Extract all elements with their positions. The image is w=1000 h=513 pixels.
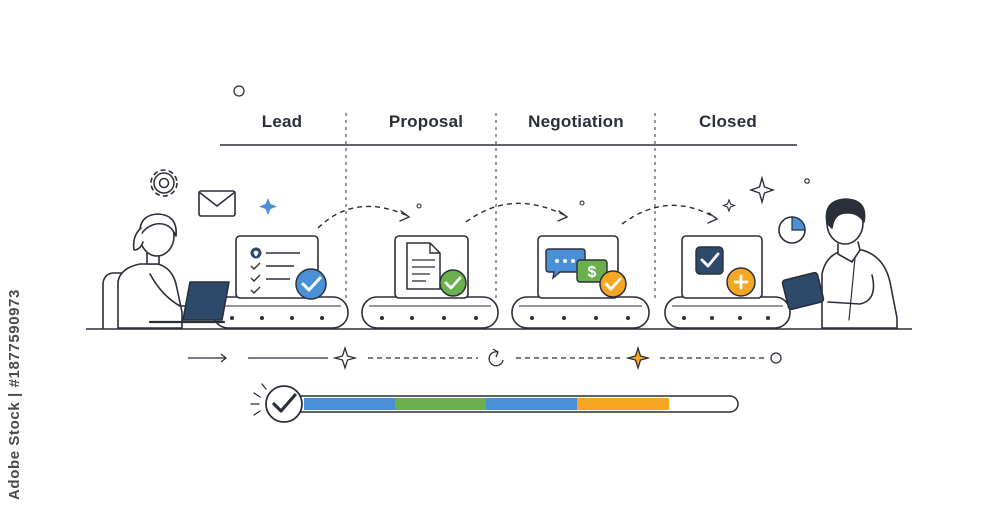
check-square-icon xyxy=(695,246,724,275)
stage-label-closed: Closed xyxy=(699,112,757,131)
stage-label-proposal: Proposal xyxy=(388,112,464,131)
flow-arrow-1 xyxy=(317,205,409,229)
decor-dot-1 xyxy=(416,203,422,209)
timeline xyxy=(188,345,782,371)
tablet-icon xyxy=(781,271,825,311)
svg-text:$: $ xyxy=(588,264,597,281)
progress-segment-2 xyxy=(395,398,491,410)
conveyor-proposal xyxy=(361,296,499,329)
watermark-text: Adobe Stock | #1877590973 xyxy=(6,289,23,500)
closed-card xyxy=(681,235,763,299)
gear-icon xyxy=(150,169,178,197)
progress-segment-4 xyxy=(577,398,669,410)
check-badge-icon xyxy=(599,270,627,298)
progress-segments xyxy=(304,398,669,410)
person-woman xyxy=(102,213,230,329)
check-badge-icon xyxy=(295,268,327,300)
checklist-icon xyxy=(250,247,300,294)
envelope-icon xyxy=(198,190,236,217)
progress-segment-3 xyxy=(486,398,578,410)
stage-label-lead: Lead xyxy=(261,112,303,131)
laptop-icon xyxy=(148,281,230,324)
conveyor-negotiation xyxy=(511,296,650,329)
negotiation-card: $ xyxy=(537,235,627,299)
stage-separators xyxy=(345,113,656,300)
sparkle-icon-small xyxy=(721,198,737,213)
progress-bar xyxy=(250,383,739,423)
conveyor-lead xyxy=(212,296,349,329)
person-man xyxy=(781,198,898,329)
document-icon xyxy=(406,242,441,290)
refresh-icon xyxy=(488,351,504,367)
progress-check-icon xyxy=(250,383,303,423)
decor-circle-top-left xyxy=(233,85,245,97)
flow-arrow-heads xyxy=(399,210,719,224)
pie-chart-icon xyxy=(778,216,806,244)
lead-card xyxy=(235,235,327,300)
stage-label-negotiation: Negotiation xyxy=(528,112,624,131)
flow-arrow-2 xyxy=(465,202,567,223)
flow-arrow-3 xyxy=(621,204,717,225)
dollar-icon: $ xyxy=(576,259,608,283)
proposal-card xyxy=(394,235,469,299)
sparkle-icon-orange xyxy=(625,345,651,371)
chat-icon xyxy=(545,248,586,280)
decor-dot-right xyxy=(804,178,810,184)
sparkle-icon-timeline xyxy=(332,345,358,371)
flow-arrows xyxy=(317,202,717,229)
progress-segment-1 xyxy=(304,398,396,410)
conveyor-closed xyxy=(664,296,791,329)
plus-badge-icon xyxy=(726,267,756,297)
check-badge-icon xyxy=(439,269,467,297)
sparkle-icon-blue xyxy=(259,198,277,215)
decor-dot-2 xyxy=(579,200,585,206)
sparkle-icon-right xyxy=(748,175,776,205)
